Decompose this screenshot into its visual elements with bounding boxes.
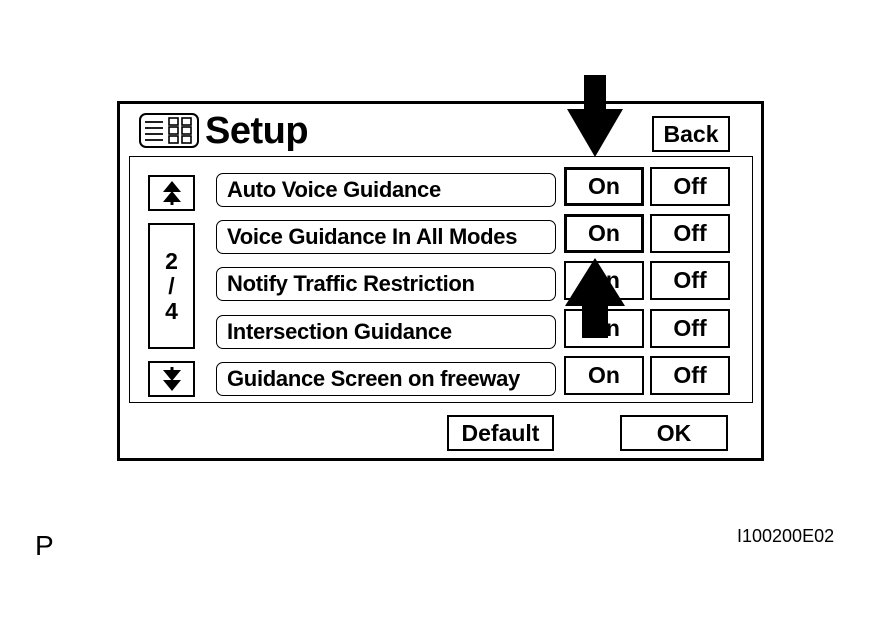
default-button[interactable]: Default [447,415,554,451]
page-letter: P [35,530,54,561]
setup-screen: Setup Back 2 / 4 Auto Voice Guidance [117,101,764,461]
setting-auto-voice-guidance[interactable]: Auto Voice Guidance [216,173,556,207]
setting-notify-traffic-restriction[interactable]: Notify Traffic Restriction [216,267,556,301]
scroll-down-button[interactable] [148,361,195,397]
voice-guidance-all-modes-off-button[interactable]: Off [650,214,730,253]
page-current: 2 [165,247,178,274]
setting-intersection-guidance[interactable]: Intersection Guidance [216,315,556,349]
voice-guidance-all-modes-on-button[interactable]: On [564,214,644,253]
back-button[interactable]: Back [652,116,730,152]
page-separator: / [168,272,175,299]
menu-list-icon[interactable] [139,113,199,148]
callout-down-arrow-icon [567,75,623,157]
auto-voice-guidance-off-button[interactable]: Off [650,167,730,206]
callout-up-arrow-icon [565,258,625,338]
page-title: Setup [205,110,309,152]
ok-button[interactable]: OK [620,415,728,451]
intersection-guidance-off-button[interactable]: Off [650,309,730,348]
guidance-screen-freeway-off-button[interactable]: Off [650,356,730,395]
double-down-arrow-icon [162,367,181,391]
settings-list-panel: 2 / 4 Auto Voice Guidance On Off Voice G… [129,156,753,403]
setting-guidance-screen-freeway[interactable]: Guidance Screen on freeway [216,362,556,396]
guidance-screen-freeway-on-button[interactable]: On [564,356,644,395]
scroll-up-button[interactable] [148,175,195,211]
page-indicator: 2 / 4 [148,223,195,349]
page-total: 4 [165,297,178,324]
double-up-arrow-icon [162,181,181,205]
notify-traffic-restriction-off-button[interactable]: Off [650,261,730,300]
auto-voice-guidance-on-button[interactable]: On [564,167,644,206]
figure-id: I100200E02 [737,526,835,546]
setting-voice-guidance-all-modes[interactable]: Voice Guidance In All Modes [216,220,556,254]
